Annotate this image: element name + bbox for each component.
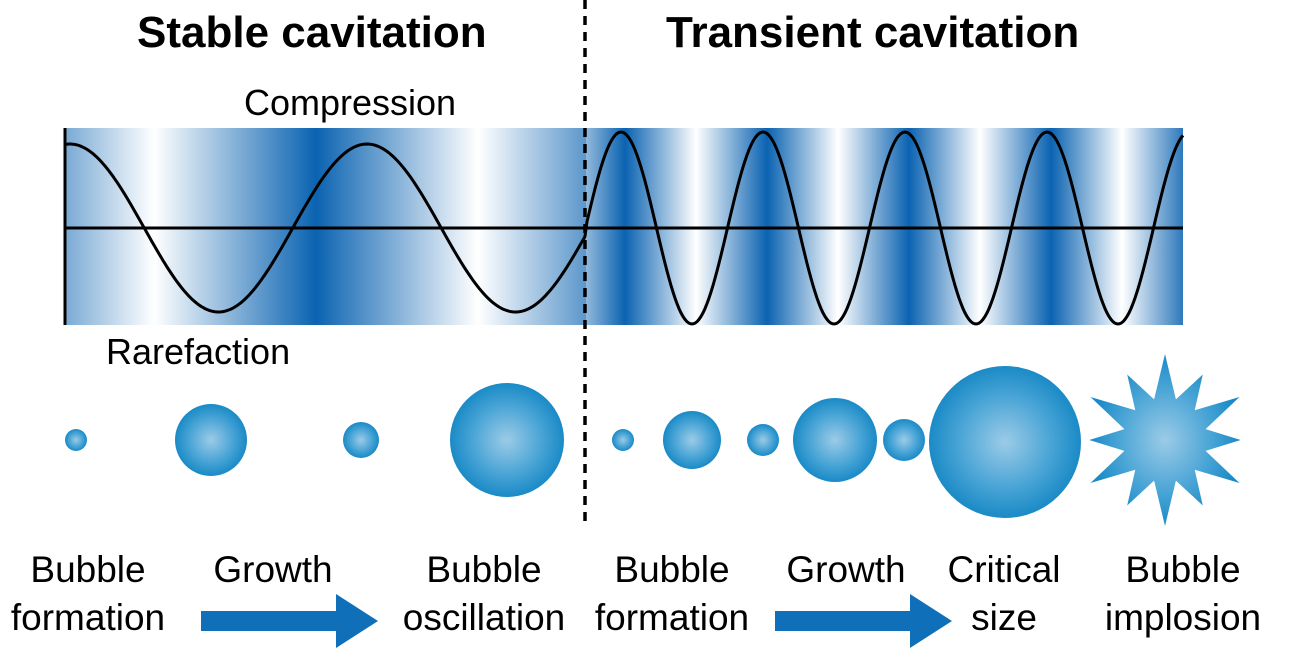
stage-line1: Growth [786,549,906,590]
arrow-transient [775,594,952,648]
compression-label: Compression [244,82,457,123]
stage-bubble-implosion: Bubble implosion [1088,546,1278,642]
stage-stable-bubble-formation: Bubble formation [0,546,176,642]
stage-line1: Growth [213,549,333,590]
bubble-stable-growth [175,404,247,476]
arrow-stable [201,594,378,648]
stage-line1: Bubble [30,549,146,590]
stage-line2: size [971,597,1037,638]
pressure-wave [64,130,1185,326]
stage-transient-growth: Growth [766,546,926,594]
bubble-transient-formation [612,429,634,451]
stage-line2: implosion [1104,597,1262,638]
stage-line1: Critical [947,549,1061,590]
stage-bubble-oscillation: Bubble oscillation [386,546,582,642]
bubble-transient-growth-1 [663,411,721,469]
stage-stable-growth: Growth [193,546,353,594]
bubble-implosion-star [1089,354,1241,526]
bubble-transient-growth-2 [793,398,877,482]
stage-line2: formation [10,597,166,638]
bubble-stable-oscillation [450,383,564,497]
bubble-stable-small [343,422,379,458]
stage-line1: Bubble [1125,549,1241,590]
transient-cavitation-heading: Transient cavitation [666,8,1080,57]
stage-transient-bubble-formation: Bubble formation [584,546,760,642]
stage-critical-size: Critical size [933,546,1075,642]
stage-line1: Bubble [614,549,730,590]
bubble-stable-formation [65,429,87,451]
bubble-critical-size [929,366,1081,518]
stage-line1: Bubble [426,549,542,590]
rarefaction-label: Rarefaction [106,331,291,372]
stage-line2: formation [594,597,750,638]
stage-line2: oscillation [402,597,566,638]
bubble-transient-medium [883,419,925,461]
bubble-transient-small [747,424,779,456]
stable-cavitation-heading: Stable cavitation [137,8,487,57]
